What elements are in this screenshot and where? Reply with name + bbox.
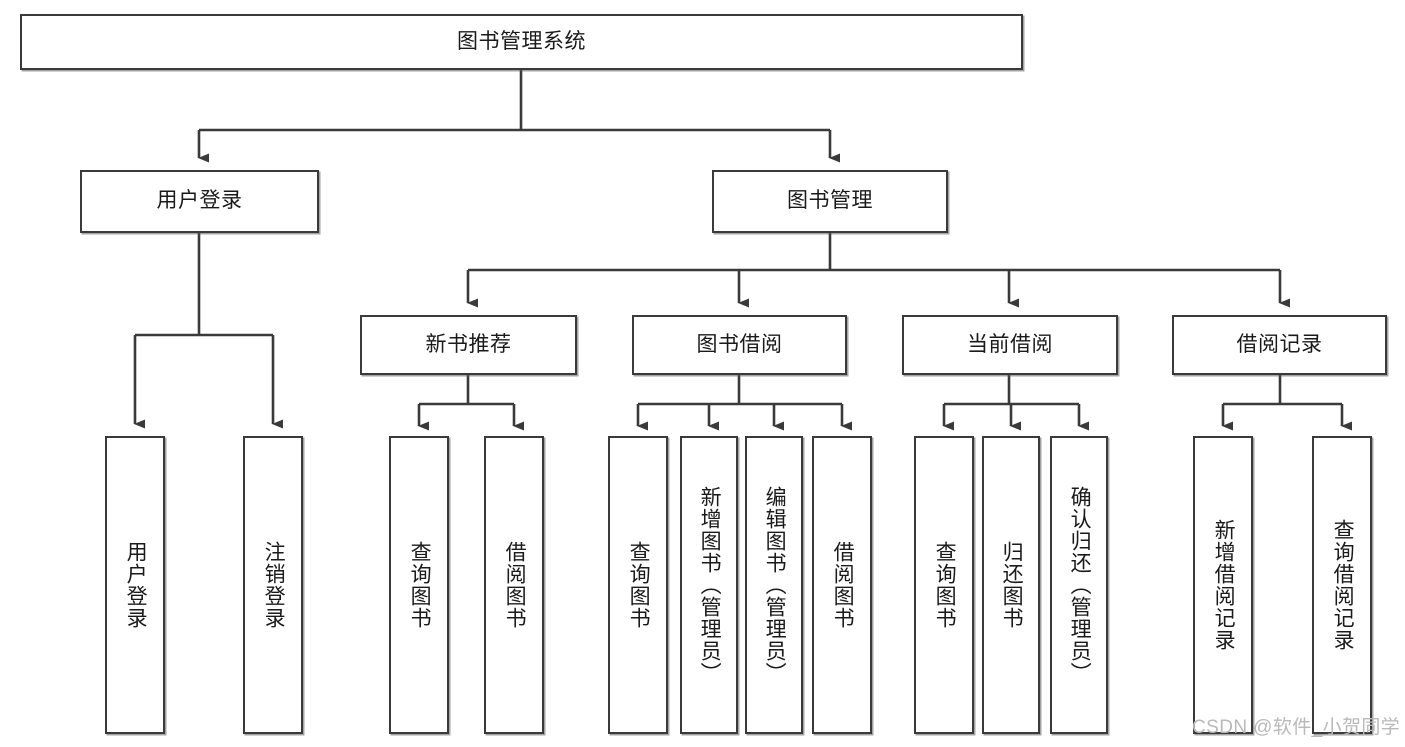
node-book-borrow-label: 图书借阅 (696, 332, 783, 356)
node-book-borrow[interactable]: 图书借阅 (632, 315, 847, 375)
node-user-login[interactable]: 用户登录 (80, 170, 319, 233)
node-leaf-add-record[interactable]: 新增借阅记录 (1193, 436, 1253, 734)
node-leaf-return-book[interactable]: 归还图书 (982, 436, 1040, 734)
node-leaf-borrow-book-1[interactable]: 借阅图书 (484, 436, 544, 734)
node-leaf-query-book-1[interactable]: 查询图书 (389, 436, 449, 734)
node-leaf-add-record-label: 新增借阅记录 (1212, 519, 1236, 651)
node-current-borrow[interactable]: 当前借阅 (902, 315, 1118, 375)
node-leaf-borrow-book-2-label: 借阅图书 (831, 541, 855, 629)
node-new-book-recommend-label: 新书推荐 (425, 332, 512, 356)
node-leaf-borrow-book-2[interactable]: 借阅图书 (812, 436, 872, 734)
node-leaf-logout[interactable]: 注销登录 (243, 436, 303, 734)
node-leaf-confirm-return-label: 确认归还（管理员） (1068, 486, 1092, 684)
node-leaf-query-book-3[interactable]: 查询图书 (914, 436, 974, 734)
node-borrow-record-label: 借阅记录 (1236, 332, 1323, 356)
node-root-label: 图书管理系统 (457, 29, 586, 53)
node-leaf-edit-book-label: 编辑图书（管理员） (763, 486, 787, 684)
node-leaf-query-book-1-label: 查询图书 (408, 541, 432, 629)
node-leaf-query-book-2[interactable]: 查询图书 (608, 436, 668, 734)
node-leaf-add-book[interactable]: 新增图书（管理员） (680, 436, 738, 734)
node-leaf-query-book-2-label: 查询图书 (627, 541, 651, 629)
node-new-book-recommend[interactable]: 新书推荐 (360, 315, 577, 375)
node-root[interactable]: 图书管理系统 (20, 14, 1023, 70)
node-leaf-query-record-label: 查询借阅记录 (1331, 519, 1355, 651)
node-leaf-return-book-label: 归还图书 (1000, 541, 1024, 629)
node-book-manage-label: 图书管理 (787, 189, 873, 213)
node-leaf-user-login-label: 用户登录 (124, 541, 148, 629)
node-borrow-record[interactable]: 借阅记录 (1172, 315, 1387, 375)
watermark-text: CSDN @软件_小贺同学 (1192, 717, 1401, 738)
node-leaf-add-book-label: 新增图书（管理员） (698, 486, 722, 684)
node-user-login-label: 用户登录 (156, 189, 243, 213)
node-leaf-user-login[interactable]: 用户登录 (105, 436, 165, 734)
node-leaf-edit-book[interactable]: 编辑图书（管理员） (745, 436, 803, 734)
node-leaf-query-book-3-label: 查询图书 (933, 541, 957, 629)
node-current-borrow-label: 当前借阅 (967, 332, 1053, 356)
node-leaf-borrow-book-1-label: 借阅图书 (503, 541, 527, 629)
node-leaf-confirm-return[interactable]: 确认归还（管理员） (1050, 436, 1108, 734)
node-leaf-query-record[interactable]: 查询借阅记录 (1312, 436, 1372, 734)
node-leaf-logout-label: 注销登录 (262, 541, 286, 629)
node-book-manage[interactable]: 图书管理 (712, 170, 948, 233)
